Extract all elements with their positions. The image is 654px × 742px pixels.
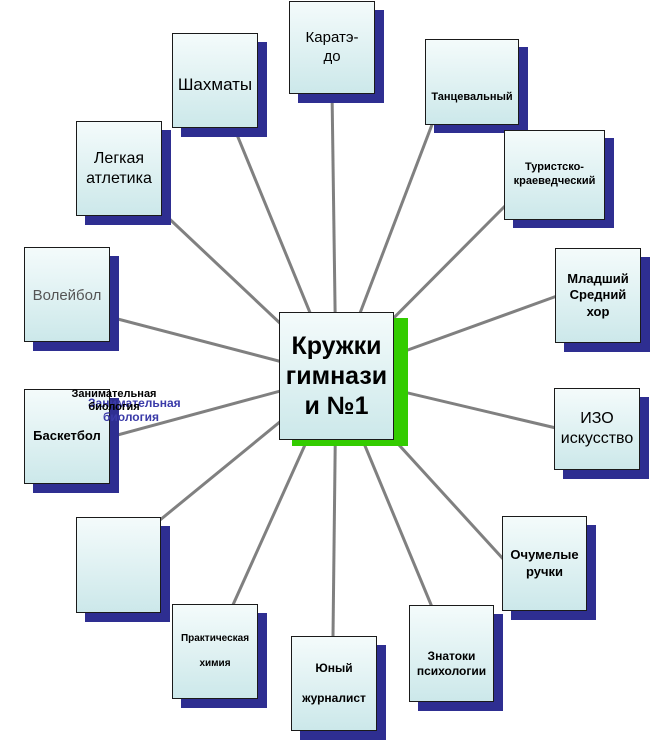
node-label: Практическая химия xyxy=(180,632,250,669)
node-label: Шахматы xyxy=(177,74,253,94)
overlay-text-black: Занимательная биология xyxy=(71,388,157,414)
node-label: Легкая атлетика xyxy=(86,149,152,187)
node-chess[interactable]: Шахматы xyxy=(172,33,258,128)
node-volleyball[interactable]: Волейбол xyxy=(24,247,110,342)
node-tourist[interactable]: Туристско- краеведческий xyxy=(504,130,605,220)
node-athletics[interactable]: Легкая атлетика xyxy=(76,121,162,216)
node-label: ИЗО искусство xyxy=(560,410,634,447)
node-label: Каратэ- до xyxy=(305,28,359,65)
node-dance[interactable]: Танцевальный xyxy=(425,39,519,125)
node-crafts[interactable]: Очумелые ручки xyxy=(502,516,587,611)
node-chemistry[interactable]: Практическая химия xyxy=(172,604,258,699)
center-node[interactable]: Кружки гимнази и №1 xyxy=(279,312,394,440)
node-basketball[interactable]: Баскетбол xyxy=(24,389,110,484)
node-psychology[interactable]: Знатоки психологии xyxy=(409,605,494,702)
node-karate[interactable]: Каратэ- до xyxy=(289,1,375,94)
node-label: Баскетбол xyxy=(33,428,101,444)
node-label: Юный журналист xyxy=(302,661,366,705)
node-choir[interactable]: Младший Средний хор xyxy=(555,248,641,343)
node-empty[interactable] xyxy=(76,517,161,613)
center-node-label: Кружки гимнази и №1 xyxy=(285,332,388,420)
node-label: Знатоки психологии xyxy=(416,648,487,678)
node-label: Танцевальный xyxy=(431,91,513,104)
node-art[interactable]: ИЗО искусство xyxy=(554,388,640,470)
node-label: Волейбол xyxy=(32,287,102,305)
node-journalist[interactable]: Юный журналист xyxy=(291,636,377,731)
node-label: Туристско- краеведческий xyxy=(513,161,596,187)
node-label: Младший Средний хор xyxy=(567,271,629,319)
node-label: Очумелые ручки xyxy=(510,547,579,579)
overlay-text-blue: Занимательная биология xyxy=(88,396,181,425)
